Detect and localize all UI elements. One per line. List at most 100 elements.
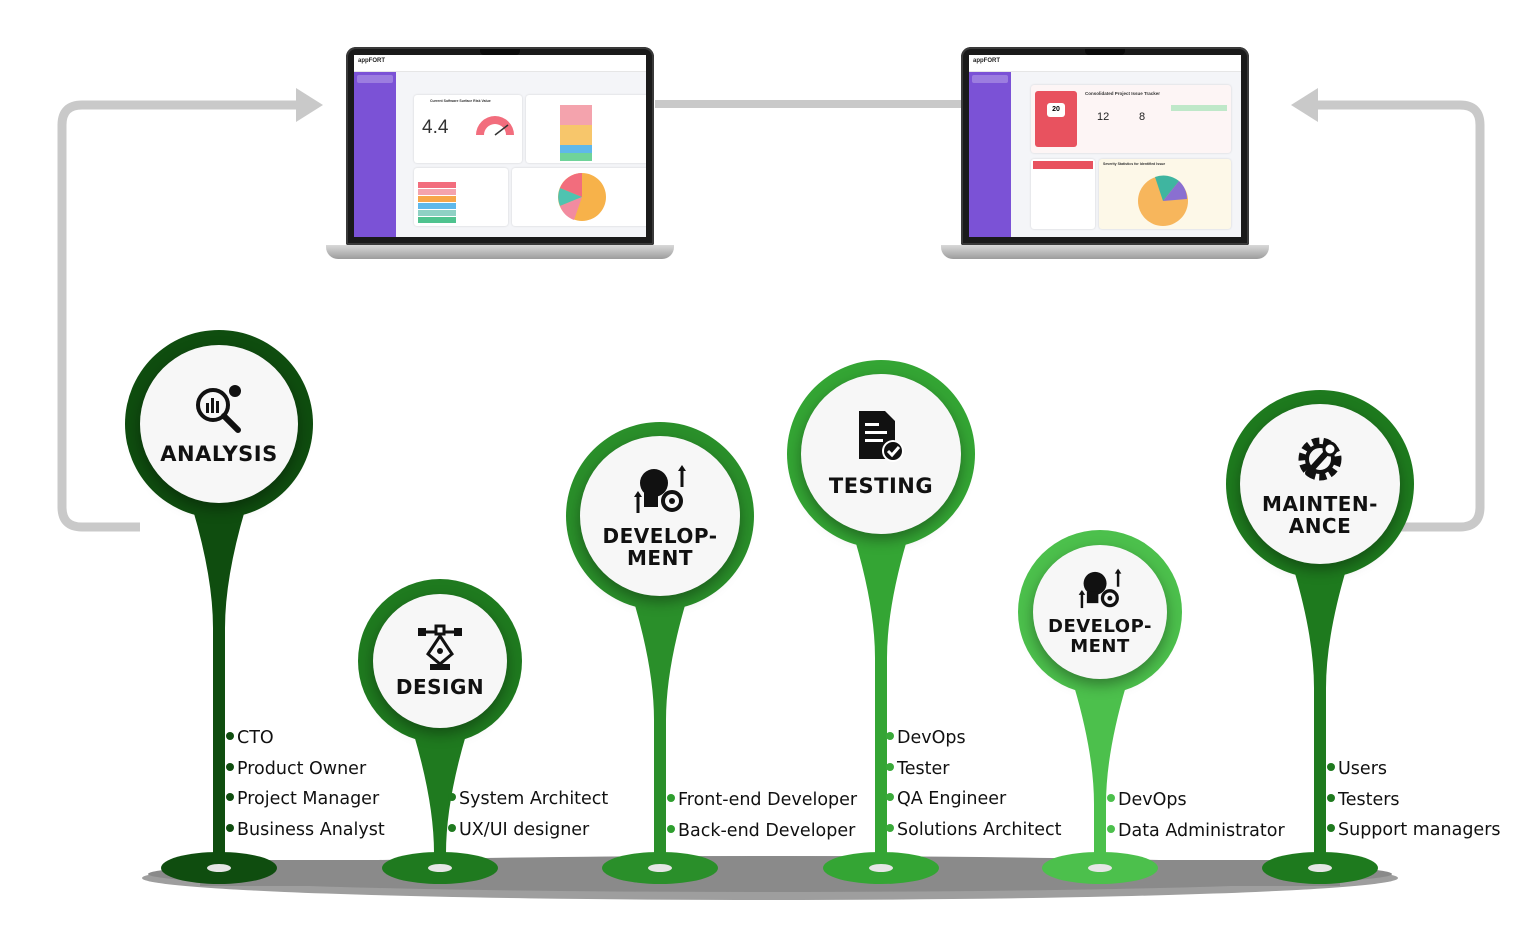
roles-testing: DevOps Tester QA Engineer Solutions Arch… <box>886 723 1061 845</box>
timeline-base <box>142 856 1398 900</box>
step-title: ANALYSIS <box>160 442 278 467</box>
gauge-value: 4.4 <box>422 117 449 138</box>
dashboard-screen: appFORT Current Software Surface Risk Va… <box>354 55 646 237</box>
risk-table-card <box>526 95 646 163</box>
step-testing[interactable]: TESTING <box>801 374 961 534</box>
sidebar-item-dashboard[interactable] <box>972 75 1008 83</box>
brain-gear-icon <box>1078 568 1122 609</box>
pin-stem <box>634 602 686 868</box>
roles-development: Front-end Developer Back-end Developer <box>667 785 857 846</box>
bullet-dot-icon <box>886 823 894 832</box>
list-item: DevOps <box>886 723 1061 754</box>
list-item: Data Administrator <box>1107 816 1285 847</box>
bullet-dot-icon <box>448 823 456 832</box>
laptop-dashboard-right: appFORT 20 Consolidated Project Issue Tr… <box>941 47 1269 259</box>
camera-notch <box>1085 49 1125 55</box>
risk-levels-card <box>414 168 508 226</box>
loop-arrow-right <box>1314 100 1485 532</box>
list-item: Testers <box>1327 785 1501 816</box>
timeline-node-center <box>428 864 452 872</box>
list-item: Tester <box>886 754 1061 785</box>
laptop-base <box>941 245 1269 259</box>
step-title: DESIGN <box>395 675 485 699</box>
bullet-dot-icon <box>226 732 234 740</box>
gear-wrench-icon <box>1298 437 1342 481</box>
bullet-dot-icon <box>1327 793 1335 802</box>
checked-document-icon <box>859 411 904 463</box>
sidebar-item-reports[interactable] <box>357 87 393 95</box>
bullet-dot-icon <box>1107 824 1115 833</box>
step-title: MAINTEN- ANCE <box>1262 492 1378 538</box>
pie-chart-icon <box>558 173 606 221</box>
list-item: DevOps <box>1107 785 1285 816</box>
app-logo: appFORT <box>358 58 385 64</box>
magnifier-chart-icon <box>196 385 241 434</box>
risk-gauge-icon <box>476 116 514 136</box>
severity-pie-icon <box>1138 175 1188 226</box>
list-item: CTO <box>226 723 385 754</box>
issue-count-main: 20 <box>1047 103 1065 117</box>
arrowhead-left <box>296 88 323 122</box>
bullet-dot-icon <box>448 793 456 801</box>
app-sidebar <box>969 55 1011 237</box>
list-item: Support managers <box>1327 815 1501 846</box>
timeline-node-center <box>207 864 231 872</box>
step-title: DEVELOP- MENT <box>602 524 718 570</box>
list-item: Product Owner <box>226 754 385 785</box>
pin-stem <box>855 540 907 868</box>
list-item: QA Engineer <box>886 784 1061 815</box>
list-item: Project Manager <box>226 784 385 815</box>
pin-stem <box>1294 570 1346 868</box>
gauge-card-title: Current Software Surface Risk Value <box>430 99 491 103</box>
sidebar-item-risk[interactable] <box>357 99 393 107</box>
severity-chart-title: Severity Statistics for Identified Issue <box>1103 162 1166 166</box>
laptop-base <box>326 245 674 259</box>
issue-list-card <box>1031 159 1095 229</box>
step-deployment[interactable]: DEVELOP- MENT <box>1033 545 1167 679</box>
app-logo: appFORT <box>973 58 1000 64</box>
timeline-node-center <box>1308 864 1332 872</box>
bullet-dot-icon <box>1327 824 1335 832</box>
camera-notch <box>480 49 520 55</box>
timeline-node-center <box>869 864 893 872</box>
step-maintenance[interactable]: MAINTEN- ANCE <box>1240 404 1400 564</box>
step-title: DEVELOP- MENT <box>1048 616 1152 657</box>
step-development[interactable]: DEVELOP- MENT <box>580 436 740 596</box>
sidebar-item-settings[interactable] <box>972 117 1008 125</box>
pin-stem <box>193 510 245 868</box>
issue-count-a: 12 <box>1097 111 1110 123</box>
step-analysis[interactable]: ANALYSIS <box>140 345 298 503</box>
laptop-dashboard-left: appFORT Current Software Surface Risk Va… <box>326 47 674 259</box>
bullet-dot-icon <box>886 762 894 771</box>
step-design[interactable]: DESIGN <box>373 594 507 728</box>
bullet-dot-icon <box>886 732 894 740</box>
bullet-dot-icon <box>667 824 675 833</box>
bullet-dot-icon <box>226 762 234 771</box>
step-title: TESTING <box>828 474 934 499</box>
brain-gear-icon <box>634 465 686 513</box>
list-item: Business Analyst <box>226 815 385 846</box>
pen-tool-icon <box>418 624 462 670</box>
roles-design: System Architect UX/UI designer <box>448 784 608 845</box>
list-item: Back-end Developer <box>667 816 857 847</box>
arrowhead-right <box>1291 88 1318 122</box>
bullet-dot-icon <box>226 793 234 801</box>
list-item: Users <box>1327 754 1501 785</box>
timeline-node-center <box>648 864 672 872</box>
bullet-dot-icon <box>226 823 234 832</box>
sidebar-item-risk[interactable] <box>972 103 1008 111</box>
bullet-dot-icon <box>886 793 894 801</box>
sidebar-item-settings[interactable] <box>357 111 393 119</box>
list-item: Solutions Architect <box>886 815 1061 846</box>
tracker-title: Consolidated Project Issue Tracker <box>1085 91 1161 96</box>
timeline-node-center <box>1088 864 1112 872</box>
pin-stem <box>1074 686 1126 868</box>
bullet-dot-icon <box>1327 763 1335 771</box>
loop-arrow-left <box>57 100 300 532</box>
app-sidebar <box>354 55 396 237</box>
roles-deployment: DevOps Data Administrator <box>1107 785 1285 846</box>
sidebar-item-reports[interactable] <box>972 89 1008 97</box>
sidebar-item-dashboard[interactable] <box>357 75 393 83</box>
pie-chart-card <box>512 168 646 226</box>
roles-maintenance: Users Testers Support managers <box>1327 754 1501 846</box>
